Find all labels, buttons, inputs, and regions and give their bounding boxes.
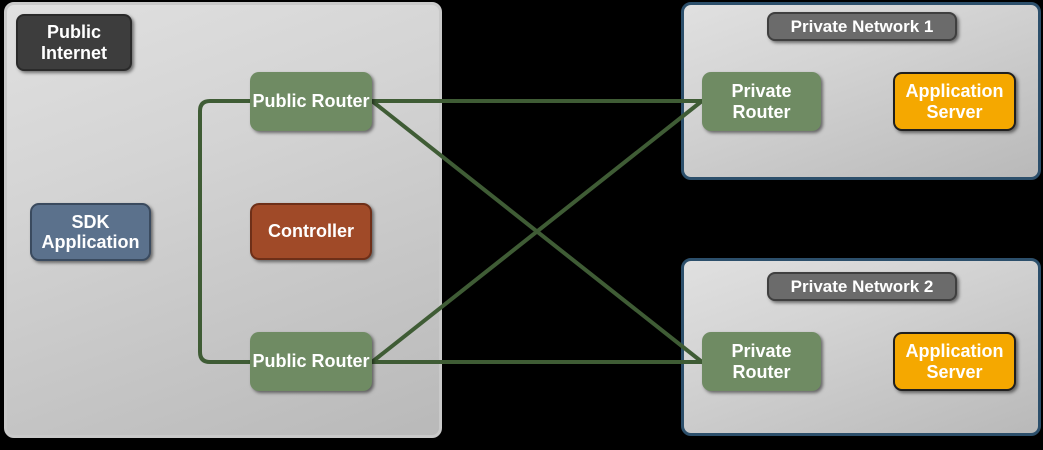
application-server-2-node[interactable]: Application Server	[893, 332, 1016, 391]
private-network-2-title-label: Private Network 2	[790, 276, 934, 296]
private-network-1-title-label: Private Network 1	[790, 16, 934, 36]
public-internet-title: Public Internet	[16, 14, 132, 71]
private-router-2-label: Private Router	[731, 341, 792, 382]
private-router-2-node[interactable]: Private Router	[702, 332, 821, 391]
private-network-2-title: Private Network 2	[767, 272, 957, 301]
public-router-2-node[interactable]: Public Router	[250, 332, 372, 391]
application-server-2-label: Application Server	[905, 341, 1004, 382]
public-router-1-node[interactable]: Public Router	[250, 72, 372, 131]
application-server-1-node[interactable]: Application Server	[893, 72, 1016, 131]
sdk-application-node[interactable]: SDK Application	[30, 203, 151, 261]
public-internet-title-label: Public Internet	[40, 22, 107, 63]
public-router-2-label: Public Router	[252, 351, 370, 372]
controller-label: Controller	[267, 221, 354, 242]
private-router-1-label: Private Router	[731, 81, 792, 122]
private-network-1-title: Private Network 1	[767, 12, 957, 41]
controller-node[interactable]: Controller	[250, 203, 372, 260]
application-server-1-label: Application Server	[905, 81, 1004, 122]
public-router-1-label: Public Router	[252, 91, 370, 112]
private-router-1-node[interactable]: Private Router	[702, 72, 821, 131]
sdk-application-label: SDK Application	[41, 211, 140, 252]
